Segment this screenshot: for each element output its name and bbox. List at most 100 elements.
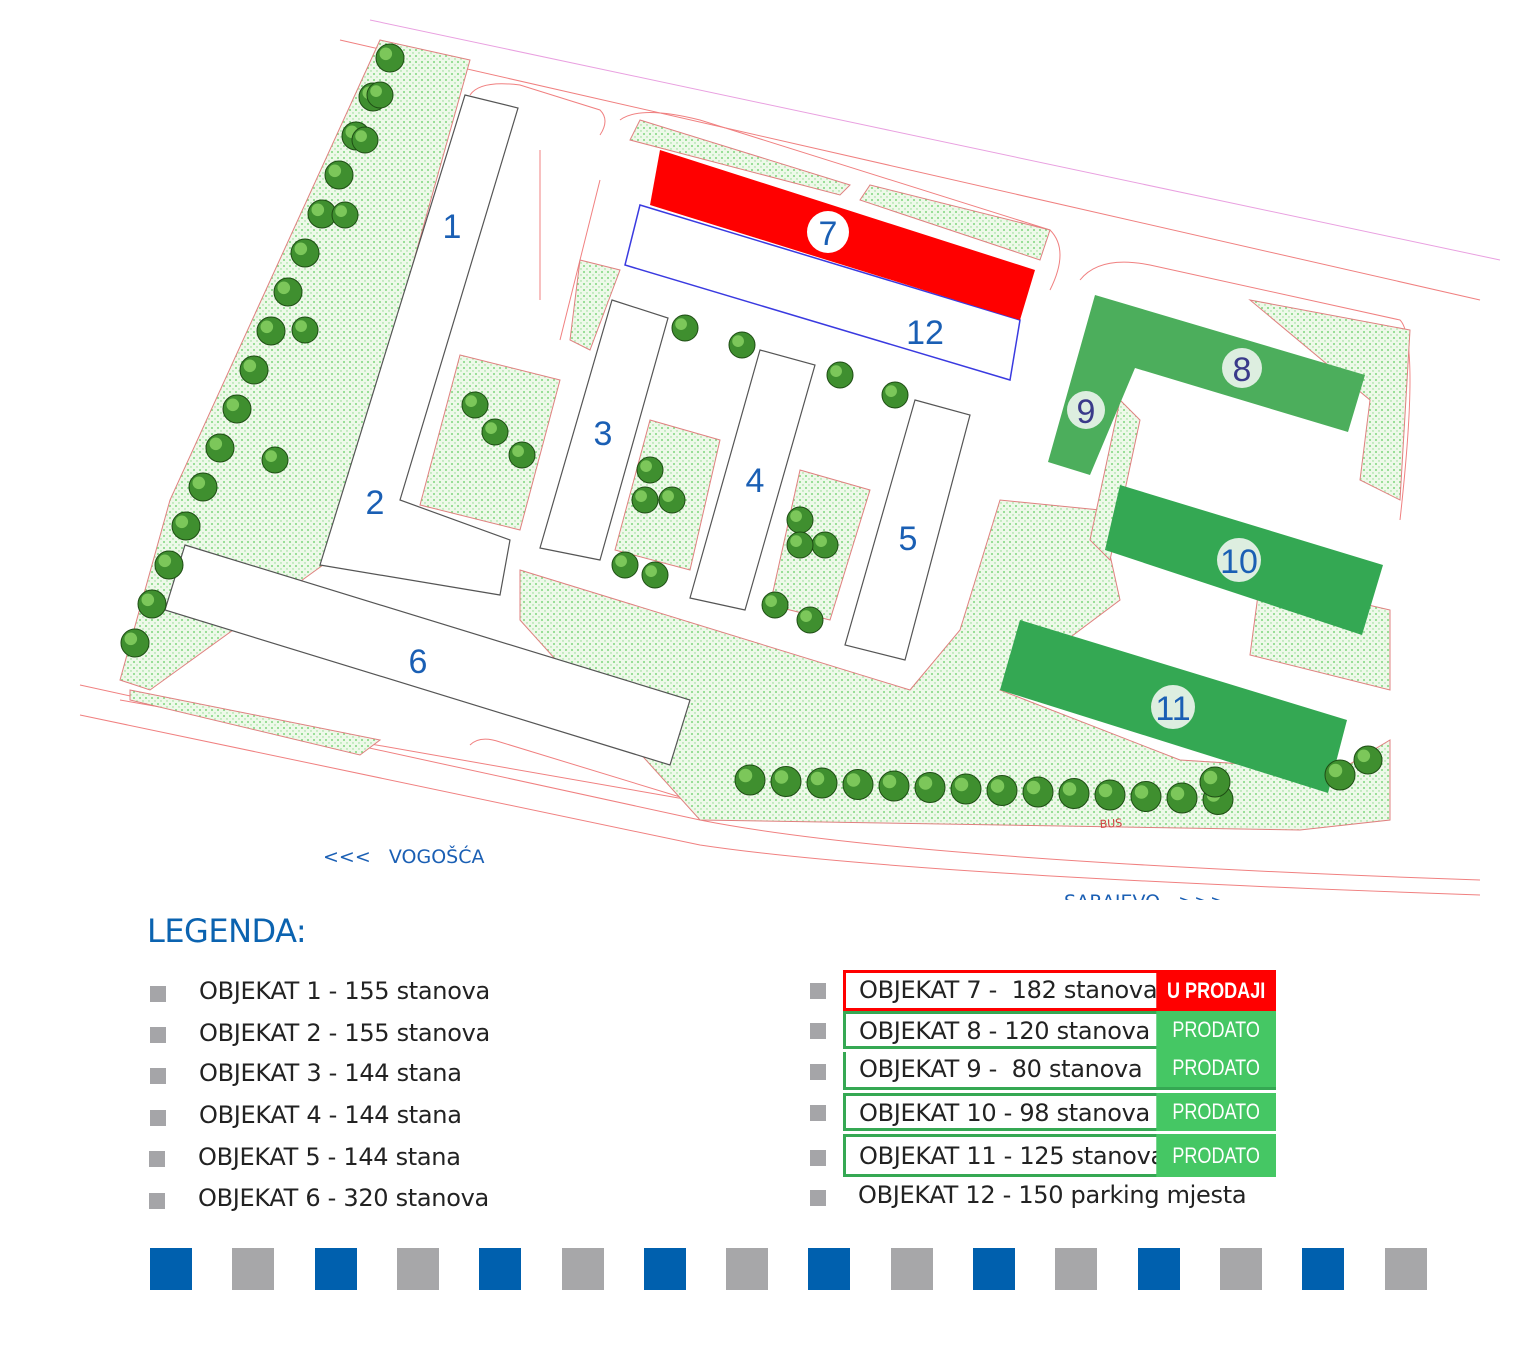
decorative-square	[1137, 1248, 1180, 1290]
tree-icon	[786, 506, 814, 534]
legend-item-label: OBJEKAT 10 - 98 stanova	[859, 1099, 1150, 1127]
building-number-circles: 7 8 9 10 11	[807, 211, 1262, 729]
decorative-square	[1055, 1248, 1098, 1290]
tree-icon	[375, 43, 405, 73]
legend-title: LEGENDA:	[147, 912, 307, 950]
status-badge: PRODATO	[1156, 1093, 1276, 1131]
tree-icon	[728, 331, 756, 359]
tree-icon	[842, 769, 874, 800]
tree-icon	[878, 770, 910, 802]
tree-icon	[671, 314, 699, 342]
label-12: 12	[906, 314, 944, 352]
legend-item: OBJEKAT 1 - 155 stanova	[199, 977, 490, 1005]
status-badge: PRODATO	[1156, 1049, 1276, 1087]
tree-icon	[154, 550, 184, 580]
legend-item-objekat-11: OBJEKAT 11 - 125 stanova PRODATO	[843, 1134, 1276, 1177]
tree-icon	[786, 531, 814, 559]
tree-icon	[290, 238, 320, 268]
bullet-icon	[810, 1150, 826, 1166]
label-7: 7	[819, 215, 838, 253]
tree-icon	[481, 418, 509, 446]
building-6	[164, 544, 691, 766]
tree-icon	[1324, 759, 1356, 791]
legend-item: OBJEKAT 2 - 155 stanova	[199, 1019, 490, 1047]
decorative-square	[890, 1248, 933, 1290]
label-9: 9	[1077, 393, 1096, 431]
decorative-square	[561, 1248, 604, 1290]
label-1: 1	[443, 208, 462, 246]
tree-icon	[881, 381, 909, 409]
label-6: 6	[409, 643, 428, 681]
tree-icon	[1058, 778, 1090, 809]
decorative-square	[314, 1248, 357, 1290]
tree-icon	[811, 531, 839, 559]
bus-marking: BUS	[1099, 816, 1122, 831]
tree-icon	[806, 767, 838, 799]
site-plan-map: 1 2 3 4 5 6 12 7 8 9 10 11 BUS <<< VOGOŠ…	[79, 19, 1501, 900]
bullet-icon	[810, 1064, 826, 1080]
tree-icon	[826, 361, 854, 389]
decorative-square	[973, 1248, 1015, 1290]
bullet-icon	[150, 986, 166, 1002]
decorative-square	[643, 1248, 686, 1290]
tree-icon	[222, 394, 252, 424]
decorative-square	[396, 1248, 439, 1290]
tree-icon	[461, 391, 489, 419]
bullet-icon	[150, 1110, 166, 1126]
tree-icon	[239, 355, 269, 385]
label-3: 3	[594, 415, 613, 453]
bullet-icon	[810, 1105, 826, 1121]
tree-icon	[366, 81, 394, 109]
tree-icon	[171, 511, 201, 541]
decorative-square	[808, 1248, 851, 1290]
tree-icon	[508, 441, 536, 469]
tree-icon	[611, 551, 639, 579]
legend-item: OBJEKAT 3 - 144 stana	[199, 1059, 462, 1087]
label-4: 4	[746, 462, 765, 500]
tree-icon	[291, 316, 319, 344]
tree-icon	[914, 772, 946, 803]
direction-sarajevo: SARAJEVO >>>	[1064, 891, 1226, 900]
tree-icon	[770, 766, 802, 797]
tree-icon	[734, 764, 766, 796]
status-badge: PRODATO	[1156, 1134, 1276, 1177]
bullet-icon	[810, 983, 826, 999]
tree-icon	[636, 456, 664, 484]
tree-icon	[324, 160, 354, 190]
building-numbers: 1 2 3 4 5 6 12	[366, 208, 944, 681]
legend-item-objekat-10: OBJEKAT 10 - 98 stanova PRODATO	[843, 1093, 1276, 1131]
tree-icon	[205, 433, 235, 463]
legend-item-objekat-7: OBJEKAT 7 - 182 stanova U PRODAJI	[843, 970, 1276, 1011]
legend-item-label: OBJEKAT 8 - 120 stanova	[859, 1017, 1150, 1045]
decorative-square	[1302, 1248, 1345, 1290]
building-1-2	[319, 94, 519, 596]
legend-item: OBJEKAT 5 - 144 stana	[198, 1143, 461, 1171]
tree-icon	[1199, 766, 1231, 798]
tree-icon	[120, 628, 150, 658]
bullet-icon	[810, 1023, 826, 1039]
tree-icon	[986, 775, 1018, 806]
building-5	[844, 399, 971, 661]
building-8-9-sold	[1048, 295, 1365, 475]
label-10: 10	[1220, 543, 1258, 581]
trees	[120, 43, 1383, 815]
legend-item-label: OBJEKAT 7 - 182 stanova	[859, 976, 1158, 1004]
label-11: 11	[1155, 690, 1190, 728]
legend-item-objekat-12: OBJEKAT 12 - 150 parking mjesta	[858, 1181, 1247, 1209]
building-4	[689, 349, 816, 611]
decorative-square	[1384, 1248, 1427, 1290]
decorative-square	[1219, 1248, 1262, 1290]
label-5: 5	[899, 520, 918, 558]
tree-icon	[137, 589, 167, 619]
tree-icon	[1022, 776, 1054, 808]
status-badge: PRODATO	[1156, 1011, 1276, 1049]
tree-icon	[351, 126, 379, 154]
decorative-square	[479, 1248, 522, 1290]
decorative-square	[232, 1248, 275, 1290]
bullet-icon	[149, 1193, 165, 1209]
tree-icon	[658, 486, 686, 514]
bullet-icon	[150, 1027, 166, 1043]
status-badge: U PRODAJI	[1156, 970, 1276, 1011]
tree-icon	[641, 561, 669, 589]
legend-item-label: OBJEKAT 11 - 125 stanova	[859, 1142, 1165, 1170]
